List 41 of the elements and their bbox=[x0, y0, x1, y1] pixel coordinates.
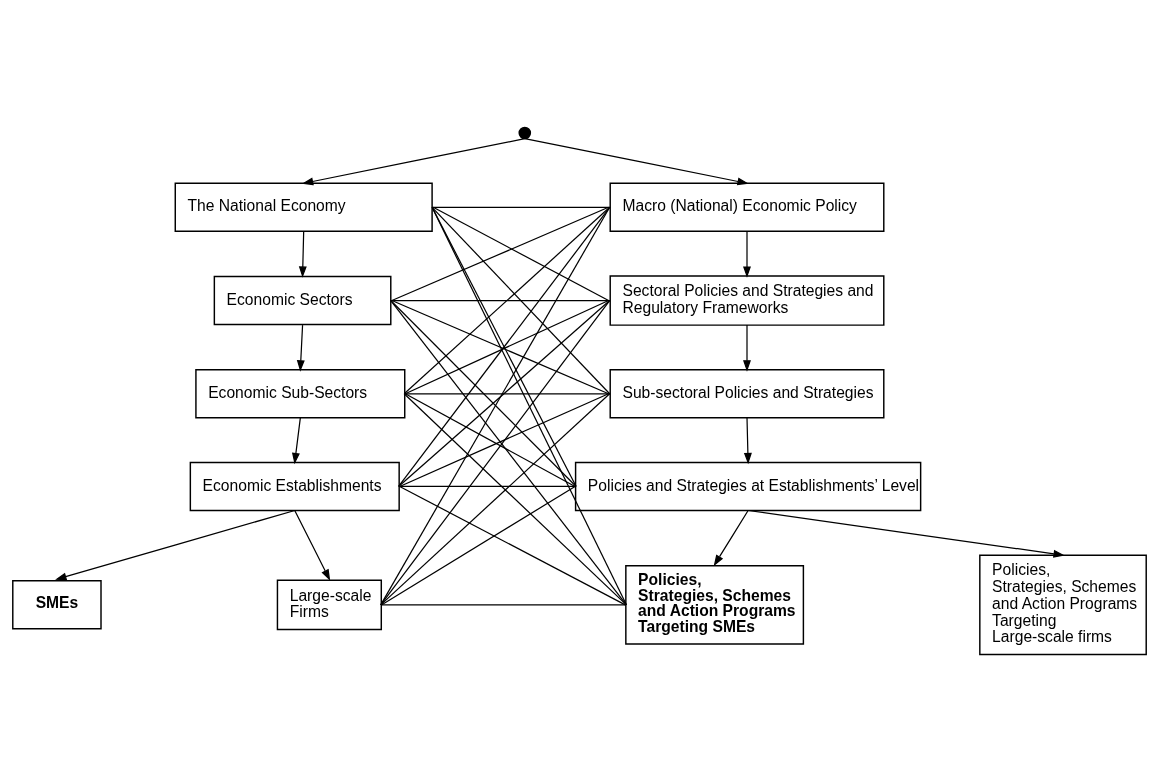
connector bbox=[432, 206, 610, 302]
node-box: Policies, Strategies, Schemes and Action Programs Targeting Large-scale firms bbox=[979, 554, 1147, 656]
node-box: Macro (National) Economic Policy bbox=[609, 182, 885, 233]
arrow bbox=[291, 417, 301, 465]
arrow bbox=[747, 509, 1065, 558]
arrow bbox=[55, 509, 296, 581]
connector bbox=[380, 393, 611, 606]
connector bbox=[403, 393, 627, 606]
connector bbox=[399, 485, 626, 606]
connector bbox=[399, 393, 610, 488]
node-box: Policies, Strategies, Schemes and Action Programs Targeting SMEs bbox=[625, 565, 805, 645]
connector bbox=[381, 485, 576, 606]
node-box: Policies and Strategies at Establishments’ Level bbox=[574, 461, 922, 512]
connector bbox=[380, 604, 627, 606]
node-box: The National Economy bbox=[174, 182, 433, 233]
connector bbox=[380, 206, 611, 606]
arrow bbox=[743, 417, 752, 465]
arrow bbox=[524, 138, 749, 186]
node-box: Sectoral Policies and Strategies and Regulatory Frameworks bbox=[609, 275, 885, 326]
node-box: Large-scale Firms bbox=[276, 579, 382, 631]
node-box: SMEs bbox=[12, 580, 102, 630]
node-circle bbox=[518, 126, 532, 140]
arrow bbox=[743, 230, 751, 278]
arrow bbox=[743, 324, 751, 372]
connector bbox=[390, 299, 577, 488]
arrow bbox=[294, 509, 331, 581]
connector bbox=[391, 206, 610, 302]
arrow bbox=[713, 509, 749, 567]
connector bbox=[398, 485, 577, 488]
connector bbox=[398, 206, 611, 488]
node-box: Sub-sectoral Policies and Strategies bbox=[609, 369, 885, 419]
connector bbox=[431, 206, 627, 606]
arrow bbox=[296, 324, 305, 372]
node-box: Economic Sectors bbox=[213, 275, 392, 326]
connector bbox=[404, 393, 611, 395]
connector bbox=[398, 299, 611, 488]
arrow bbox=[301, 138, 526, 186]
node-box: Economic Sub-Sectors bbox=[195, 369, 406, 419]
connector bbox=[404, 393, 576, 488]
node-box: Economic Establishments bbox=[189, 461, 400, 512]
arrow bbox=[298, 230, 307, 278]
